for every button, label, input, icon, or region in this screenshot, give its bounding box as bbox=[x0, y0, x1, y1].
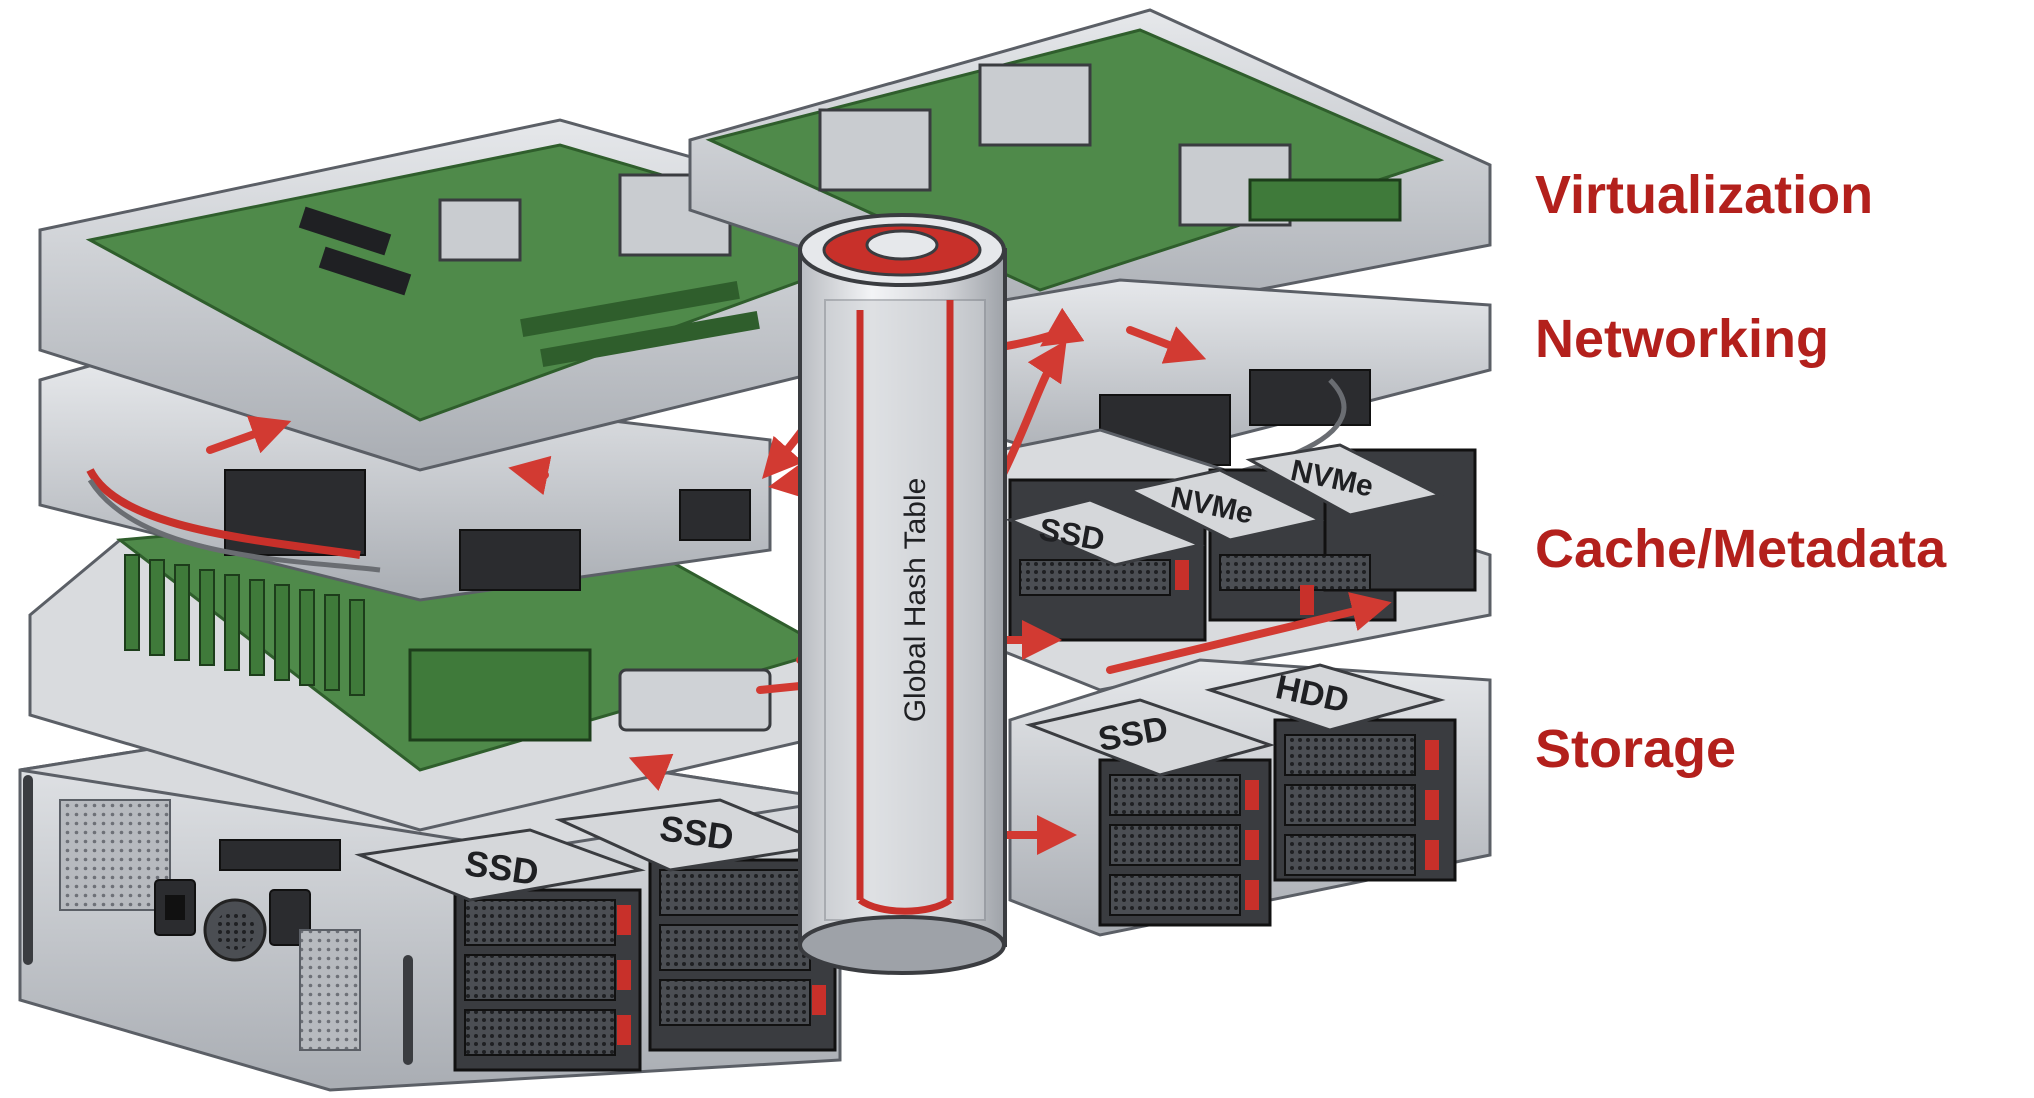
fan-icon bbox=[203, 898, 267, 962]
layer-label-cache-metadata: Cache/Metadata bbox=[1535, 519, 1947, 579]
right-storage-chassis: SSD HDD bbox=[1008, 658, 1492, 937]
drive-label: SSD bbox=[462, 842, 541, 893]
layer-label-storage: Storage bbox=[1535, 719, 1737, 779]
arrow-icon bbox=[1126, 326, 1207, 364]
storage-drive-ssd: SSD bbox=[1024, 698, 1276, 777]
layer-label-networking: Networking bbox=[1535, 309, 1830, 369]
drive-label: SSD bbox=[657, 807, 736, 858]
cache-drive-nvme-1: NVMe bbox=[1125, 468, 1325, 542]
arrow-icon bbox=[508, 455, 552, 496]
left-drive-ssd-1: SSD bbox=[354, 828, 646, 902]
layer-label-virtualization: Virtualization bbox=[1535, 165, 1874, 225]
storage-drive-hdd: HDD bbox=[1204, 663, 1446, 732]
ram-module-icon bbox=[124, 554, 365, 696]
arrow-icon bbox=[206, 415, 292, 454]
arrow-icon bbox=[628, 753, 674, 791]
right-cache-shelf: SSD NVMe NVMe bbox=[998, 428, 1492, 692]
power-socket-icon bbox=[154, 879, 196, 936]
arrow-icon bbox=[1106, 592, 1392, 674]
column-label: Global Hash Table bbox=[899, 478, 932, 723]
global-hash-table-column: Global Hash Table bbox=[798, 213, 1007, 975]
arrow-icon bbox=[996, 340, 1067, 484]
